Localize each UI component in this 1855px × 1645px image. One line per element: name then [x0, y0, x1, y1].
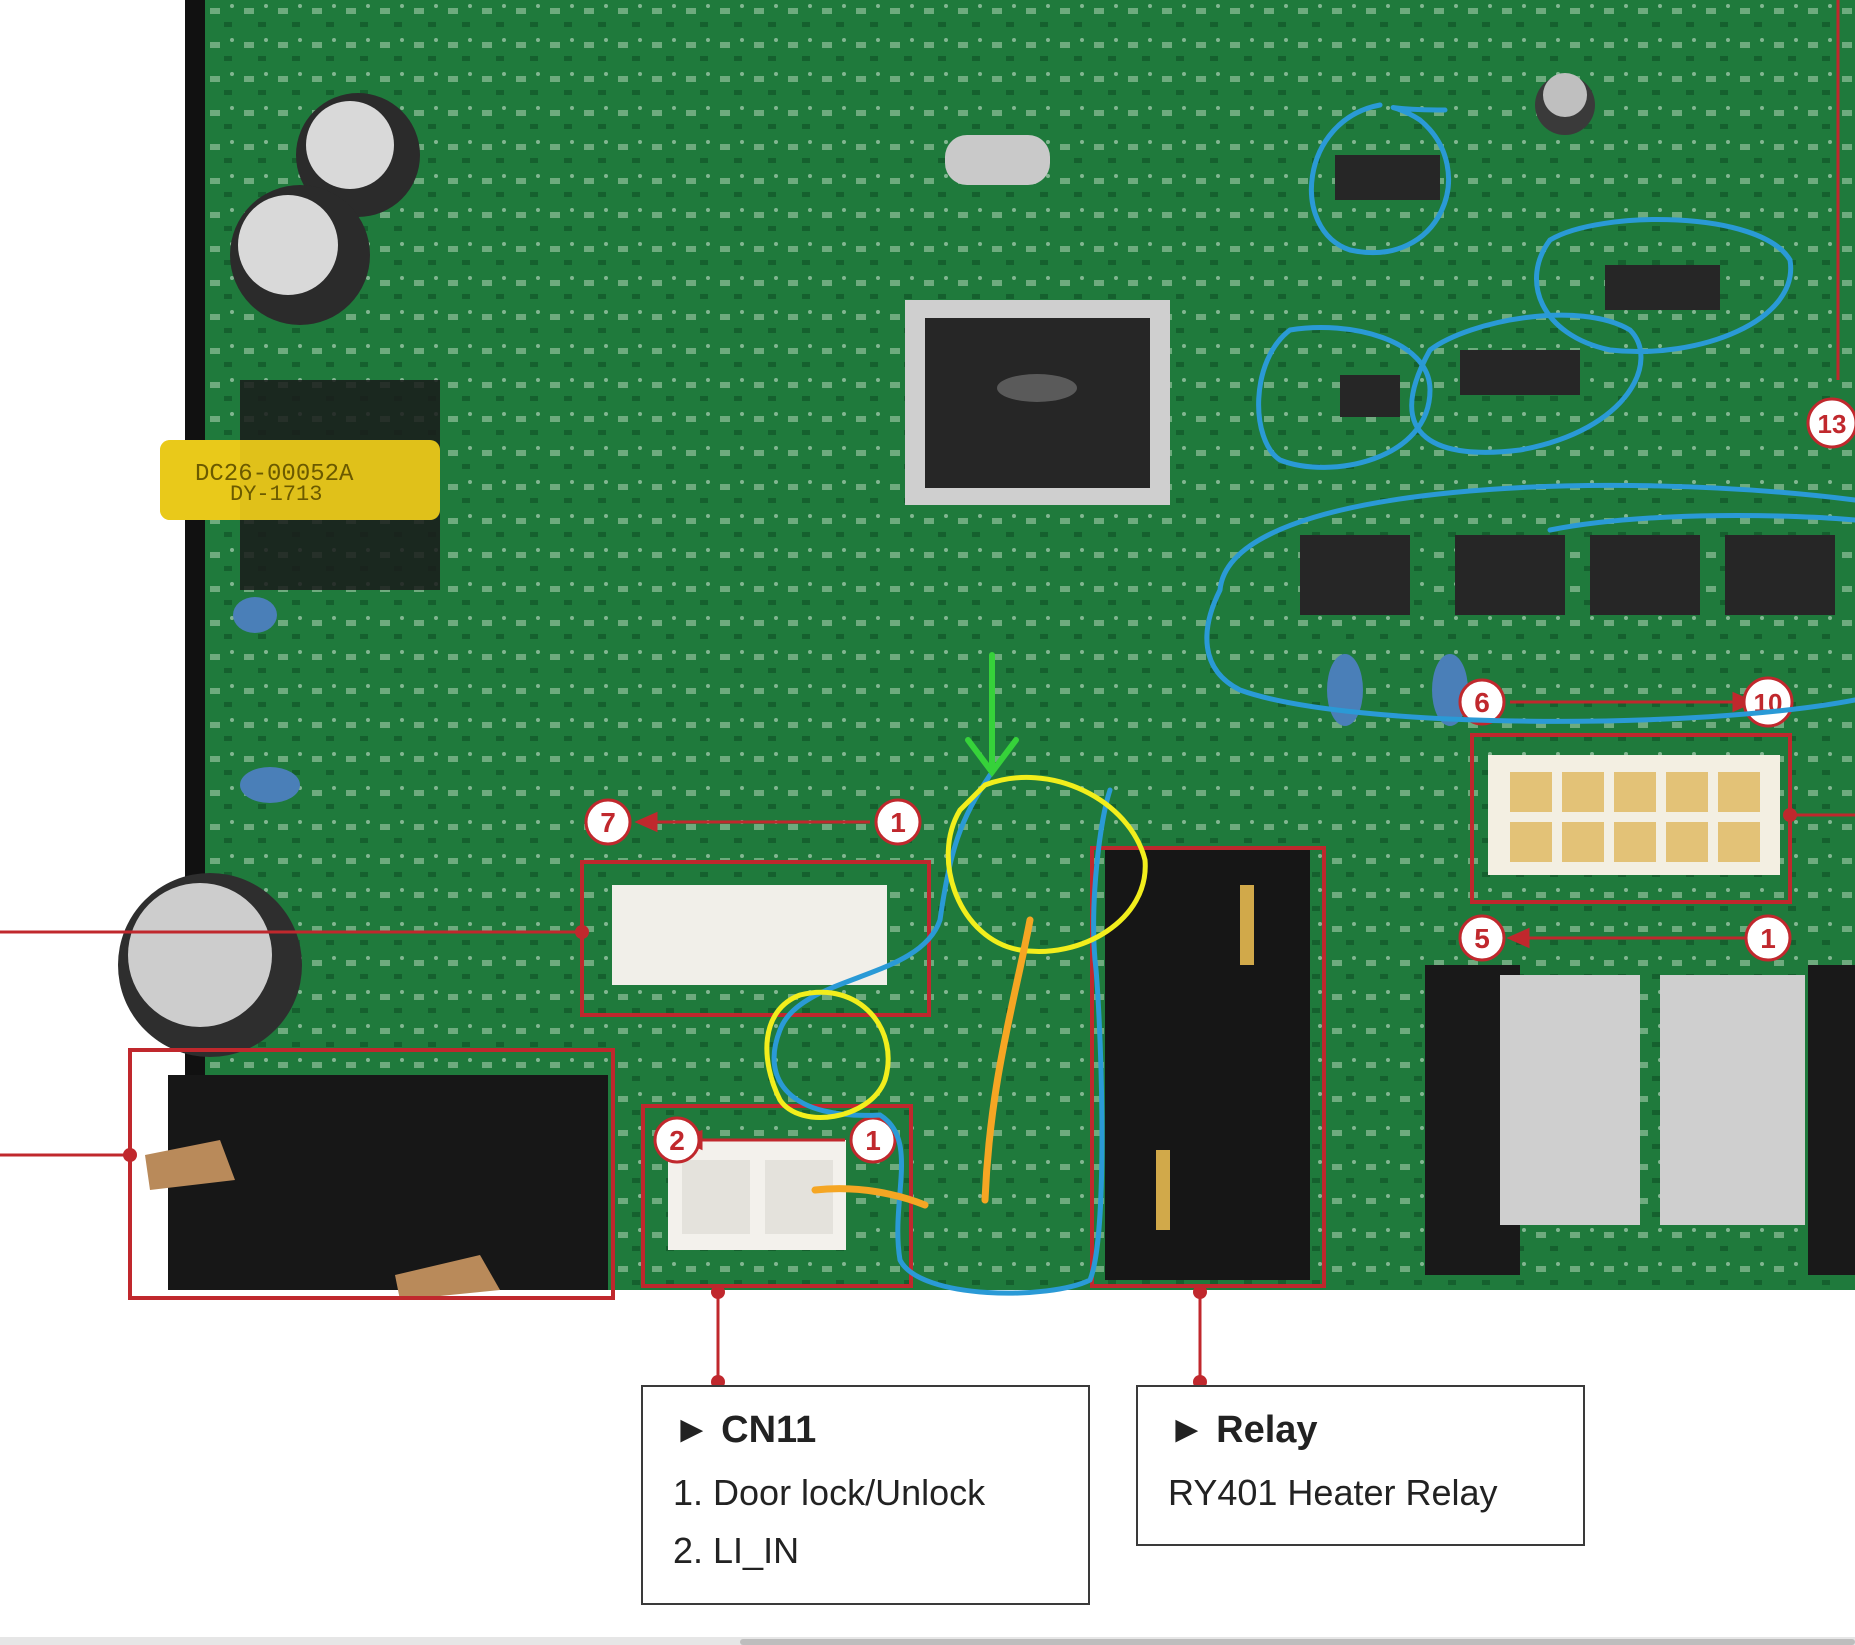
pin-marker: 13 [1806, 397, 1855, 449]
yellow-marker-loops [764, 774, 1148, 1120]
relay-callout: ► Relay RY401 Heater Relay [1136, 1385, 1585, 1546]
relay-description: RY401 Heater Relay [1168, 1472, 1498, 1513]
svg-text:7: 7 [600, 807, 616, 838]
cn11-pin-2: 2. LI_IN [673, 1530, 800, 1571]
cn11-callout: ► CN11 1. Door lock/Unlock 2. LI_IN [641, 1385, 1090, 1605]
pin-marker: 5 [1458, 914, 1506, 962]
scrollbar-thumb[interactable] [740, 1639, 1855, 1645]
pin-marker: 10 [1742, 676, 1794, 728]
capacitor-group-top [230, 93, 420, 325]
heater-relay [1105, 850, 1310, 1280]
pin-marker: 7 [584, 798, 632, 846]
frame-cn11 [641, 1104, 913, 1288]
connector-10pin [1488, 755, 1780, 875]
pin-marker: 1 [874, 798, 922, 846]
ceramic-capacitors [233, 597, 1468, 803]
frame-terminal-block [128, 1048, 615, 1300]
cn11-title: ► CN11 [673, 1409, 817, 1451]
svg-text:1: 1 [865, 1125, 881, 1156]
blue-marker-loops [771, 102, 1855, 1296]
relay-title: ► Relay [1168, 1409, 1318, 1451]
svg-text:6: 6 [1474, 687, 1490, 718]
orange-marker-lines [811, 916, 1034, 1209]
svg-text:1: 1 [1760, 923, 1776, 954]
pin-marker: 1 [1744, 914, 1792, 962]
svg-text:1: 1 [890, 807, 906, 838]
hand-drawn-annotations [764, 102, 1855, 1296]
terminal-block [145, 1075, 608, 1300]
svg-text:5: 5 [1474, 923, 1490, 954]
crystal [945, 135, 1050, 185]
large-capacitor [118, 873, 302, 1057]
connector-7pin [612, 885, 887, 985]
transformer-sub: DY-1713 [230, 482, 322, 507]
pin-marker: 2 [653, 1116, 701, 1164]
cn11-pin-1: 1. Door lock/Unlock [673, 1472, 986, 1513]
main-microcontroller [905, 300, 1170, 505]
relay-group-right [1425, 965, 1855, 1275]
green-arrow [965, 652, 1019, 777]
transformer-label: DC26-00052A [195, 461, 354, 488]
svg-text:2: 2 [669, 1125, 685, 1156]
frame-relay [1090, 846, 1326, 1288]
leader-lines [0, 0, 1855, 1385]
pin-markers: 7 1 2 1 6 10 5 1 13 [584, 397, 1855, 1164]
ic-group-right [1300, 73, 1835, 615]
svg-text:13: 13 [1818, 409, 1847, 439]
cn11-connector [668, 1140, 846, 1250]
pin-marker: 6 [1458, 678, 1506, 726]
pin-marker: 1 [849, 1116, 897, 1164]
transformer: DC26-00052A DY-1713 [160, 380, 440, 590]
